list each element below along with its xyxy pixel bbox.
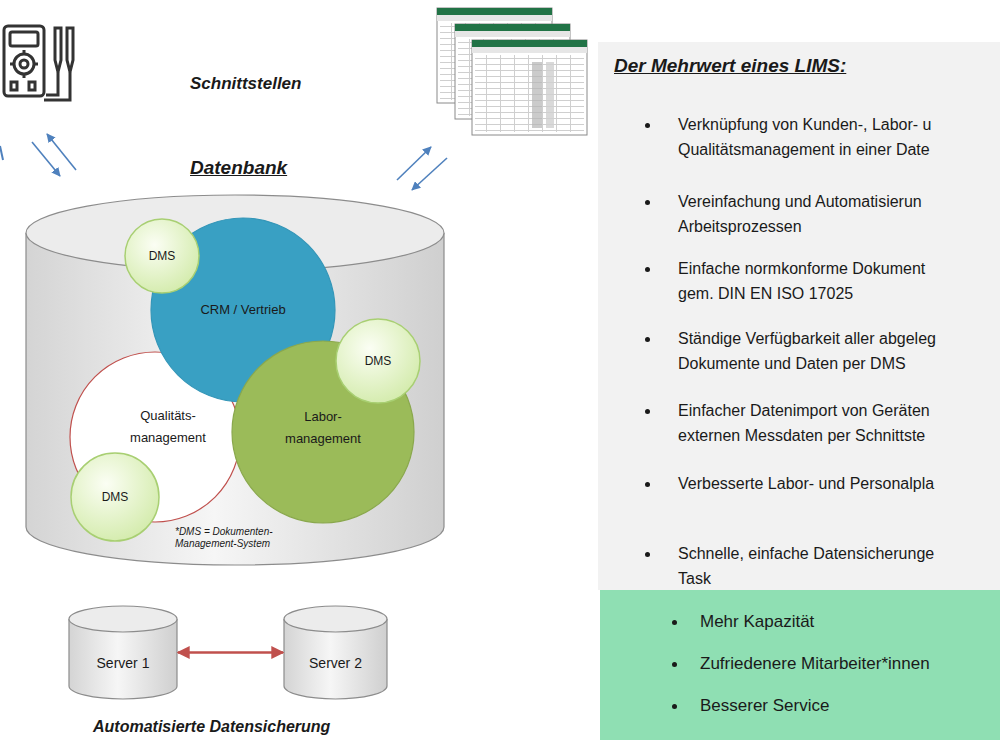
server-cylinder: Server 2 [283,605,388,700]
benefit-panel: Der Mehrwert eines LIMS: Verknüpfung von … [598,42,1000,590]
circle-label: CRM / Vertrieb [150,301,336,319]
interface-arrow [412,158,447,190]
backup-caption: Automatisierte Datensicherung [93,717,330,737]
dms-circle: DMS [70,452,160,542]
benefit-item: Einfache normkonforme Dokument gem. DIN … [678,256,925,306]
bullet-dot [645,123,650,128]
interface-label: Schnittstellen [190,73,301,94]
interface-arrow [47,134,76,170]
server-cylinder-outline [283,605,388,700]
panel-title: Der Mehrwert eines LIMS: [614,54,846,78]
edge-mark [0,146,3,160]
footnote: *DMS = Dokumenten-Management-System [175,526,310,550]
bullet-dot [645,337,650,342]
bullet-dot [645,409,650,414]
server-label: Server 2 [283,654,388,672]
bullet-dot [672,704,677,709]
circle-label: Qualitäts- management [103,405,233,449]
interface-arrow [32,142,60,176]
benefit-item: Schnelle, einfache Datensicherunge Task [678,541,934,591]
benefit-item: Vereinfachung und Automatisierun Arbeits… [678,189,922,239]
benefit-item: Verbesserte Labor- und Personalpla [678,471,934,496]
result-item: Besserer Service [700,694,829,718]
circle-label: DMS [124,248,200,264]
circle-label: Labor- management [258,406,388,450]
dms-circle: DMS [335,318,421,404]
bullet-dot [645,552,650,557]
dms-circle: DMS [124,218,200,294]
server-label: Server 1 [68,654,178,672]
result-item: Mehr Kapazität [700,610,814,634]
benefit-item: Ständige Verfügbarkeit aller abgeleg Dok… [678,326,936,376]
database-cylinder: Datenbank*DMS = Dokumenten-Management-Sy… [25,194,445,566]
bullet-dot [672,620,677,625]
bullet-dot [645,267,650,272]
bullet-dot [672,662,677,667]
circle-label: DMS [70,489,160,505]
spreadsheet-icon [437,8,587,135]
multimeter-icon [4,26,73,100]
benefit-item: Einfacher Datenimport von Geräten extern… [678,398,930,448]
database-heading: Datenbank [190,156,287,180]
benefit-item: Verknüpfung von Kunden-, Labor- u Qualit… [678,112,932,162]
sync-arrow [178,651,283,654]
bullet-dot [645,482,650,487]
server-cylinder: Server 1 [68,605,178,700]
interface-arrow [397,147,431,180]
result-item: Zufriedenere Mitarbeiter*innen [700,652,930,676]
bullet-dot [645,200,650,205]
result-box: Mehr KapazitätZufriedenere Mitarbeiter*i… [600,590,1000,740]
circle-label: DMS [335,353,421,369]
server-cylinder-outline [68,605,178,700]
